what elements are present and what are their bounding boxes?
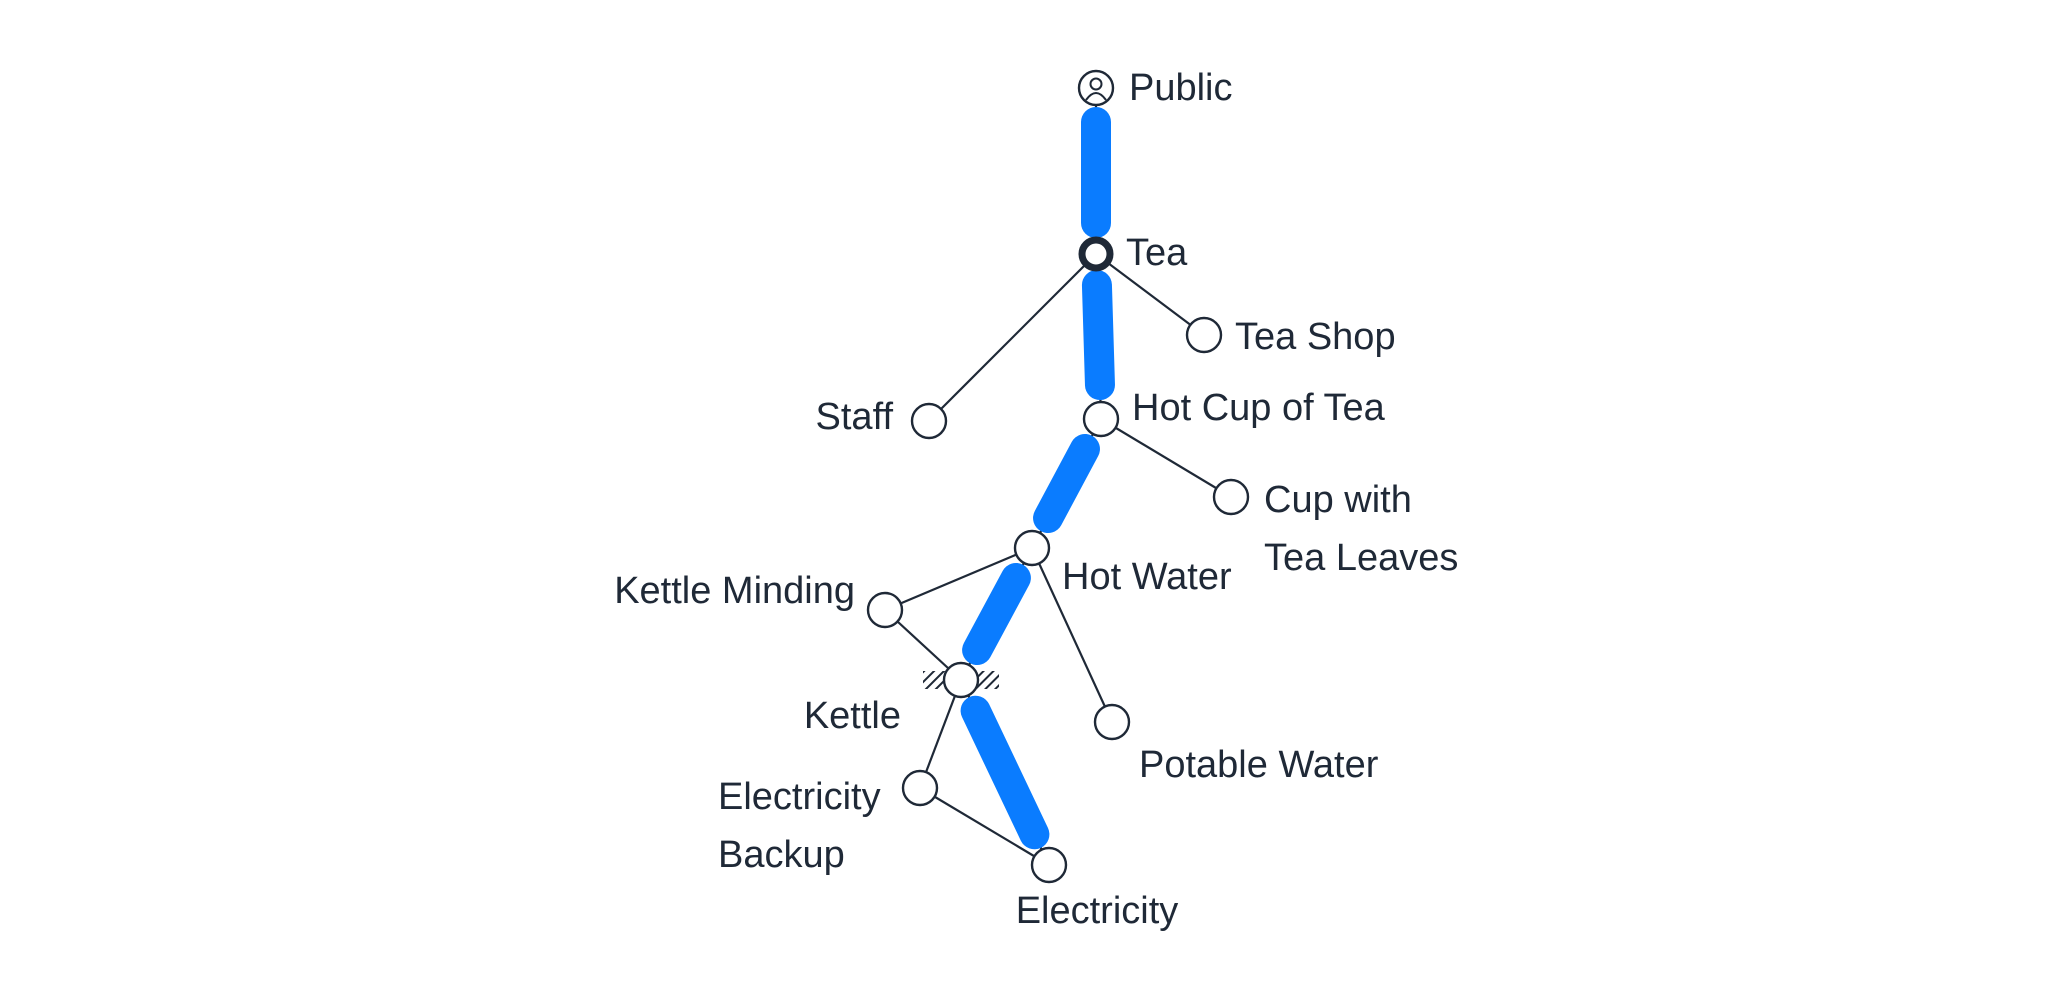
highlight-path-hot_cup-to-hot_water: [1033, 433, 1100, 534]
node-circle: [1030, 846, 1068, 884]
node-circle: [942, 661, 980, 699]
node-label-cup-leaves-line-2: Tea Leaves: [1264, 537, 1458, 579]
node-tea[interactable]: [1078, 236, 1114, 272]
node-kettle[interactable]: [923, 661, 999, 699]
node-tea-shop[interactable]: [1185, 316, 1223, 354]
edge-hot_cup-to-cup_leaves: [1100, 418, 1232, 498]
node-potable-water[interactable]: [1093, 703, 1131, 741]
node-label-electricity-backup-line-2: Backup: [718, 834, 845, 876]
node-label-hot-water: Hot Water: [1062, 556, 1232, 598]
node-label-kettle-minding: Kettle Minding: [614, 570, 855, 612]
highlight-path-tea-to-hot_cup: [1081, 269, 1115, 401]
node-label-tea-shop: Tea Shop: [1235, 316, 1396, 358]
node-hot-cup[interactable]: [1082, 400, 1120, 438]
node-label-cup-leaves-line-1: Cup with: [1264, 479, 1412, 521]
highlight-path-kettle-to-electricity: [960, 695, 1050, 850]
node-label-hot-cup: Hot Cup of Tea: [1132, 387, 1386, 429]
edge-hot_water-to-kettle_minding: [884, 546, 1033, 612]
node-circle: [901, 769, 939, 807]
node-circle: [1093, 703, 1131, 741]
node-circle: [1082, 400, 1120, 438]
node-label-electricity: Electricity: [1016, 890, 1179, 932]
node-staff[interactable]: [910, 402, 948, 440]
edge-tea-to-staff: [928, 253, 1097, 422]
node-cup-leaves[interactable]: [1212, 478, 1250, 516]
edge-kettle-to-electricity_backup: [918, 679, 963, 789]
node-label-tea: Tea: [1126, 232, 1188, 274]
node-label-staff: Staff: [816, 396, 894, 438]
node-kettle-minding[interactable]: [866, 591, 904, 629]
node-circle: [866, 591, 904, 629]
node-circle: [1212, 478, 1250, 516]
edge-hot_water-to-potable_water: [1031, 547, 1113, 723]
node-circle: [1077, 69, 1115, 107]
edge-electricity_backup-to-electricity: [919, 787, 1050, 866]
user-icon: [1085, 77, 1107, 101]
node-circle: [1013, 529, 1051, 567]
node-label-public: Public: [1129, 67, 1233, 109]
node-label-kettle: Kettle: [804, 695, 901, 737]
node-label-electricity-backup-line-1: Electricity: [718, 776, 881, 818]
node-hot-water[interactable]: [1013, 529, 1051, 567]
node-electricity-backup[interactable]: [901, 769, 939, 807]
node-public[interactable]: [1077, 69, 1115, 107]
node-electricity[interactable]: [1030, 846, 1068, 884]
edge-tea-to-tea_shop: [1095, 253, 1205, 336]
node-circle: [1185, 316, 1223, 354]
node-circle: [910, 402, 948, 440]
node-label-potable-water: Potable Water: [1139, 744, 1379, 786]
node-circle: [1078, 236, 1114, 272]
highlight-path-hot_water-to-kettle: [962, 562, 1031, 666]
